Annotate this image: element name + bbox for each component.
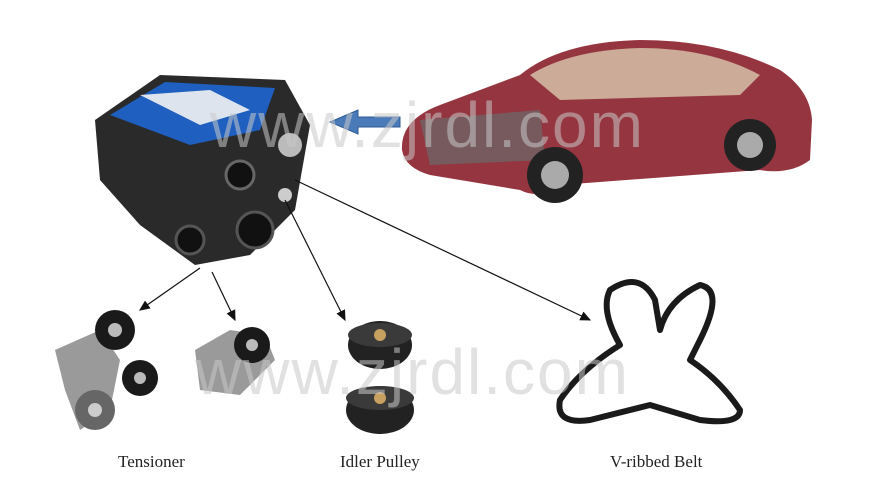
v-ribbed-belt-image	[556, 279, 743, 425]
engine-image	[95, 75, 310, 265]
blue-arrow	[328, 109, 401, 135]
belt-label: V-ribbed Belt	[610, 452, 703, 471]
pointer-lines	[139, 179, 592, 322]
tensioner-image	[55, 310, 275, 430]
idler-pulley-label: Idler Pulley	[340, 452, 420, 471]
idler-pulley-image	[346, 321, 414, 434]
watermark-bottom: www.zjrdl.com	[195, 336, 630, 408]
car-cutaway-image	[401, 40, 812, 203]
watermark-top: www.zjrdl.com	[210, 89, 645, 161]
tensioner-label: Tensioner	[118, 452, 185, 471]
